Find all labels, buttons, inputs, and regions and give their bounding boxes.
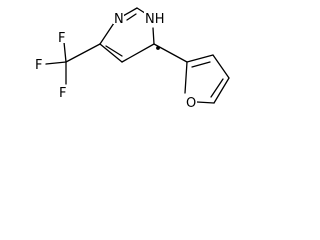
double-bond-n-c2 [126,13,137,21]
atom-o-furan: O [186,96,196,111]
bond-c5-c4 [99,43,123,63]
bond-nh-c6 [152,27,155,45]
furan-ring-bonds [153,43,230,104]
atom-labels: N NH F F F O [34,11,197,111]
bond-fc2-fc3 [186,54,214,63]
bond-c6-c5 [121,43,155,63]
radical-dot [156,46,160,50]
atom-f-bottom: F [59,86,66,101]
bond-cf3-f-left [45,61,67,65]
bond-fc4-fc5 [213,77,230,104]
atom-f-top: F [58,31,65,46]
bond-fc5-o [196,101,215,104]
chemical-structure-diagram: N NH F F F O [34,7,230,111]
atom-nh: NH [145,12,165,27]
bond-o-fc2 [184,61,188,94]
bond-fc3-fc4 [212,54,230,79]
atom-n-top: N [114,12,124,27]
bond-n-c2 [122,7,138,17]
bond-cf3-f-top [63,41,67,63]
bond-c4-cf3 [65,43,101,63]
trifluoromethyl-bonds [45,41,101,85]
double-bond-fc2-fc3 [191,61,211,68]
double-bond-c4-c5 [105,45,123,57]
double-bond-fc4-fc5 [210,78,224,98]
atom-f-left: F [35,58,42,73]
pyrimidine-ring-bonds [99,7,155,63]
